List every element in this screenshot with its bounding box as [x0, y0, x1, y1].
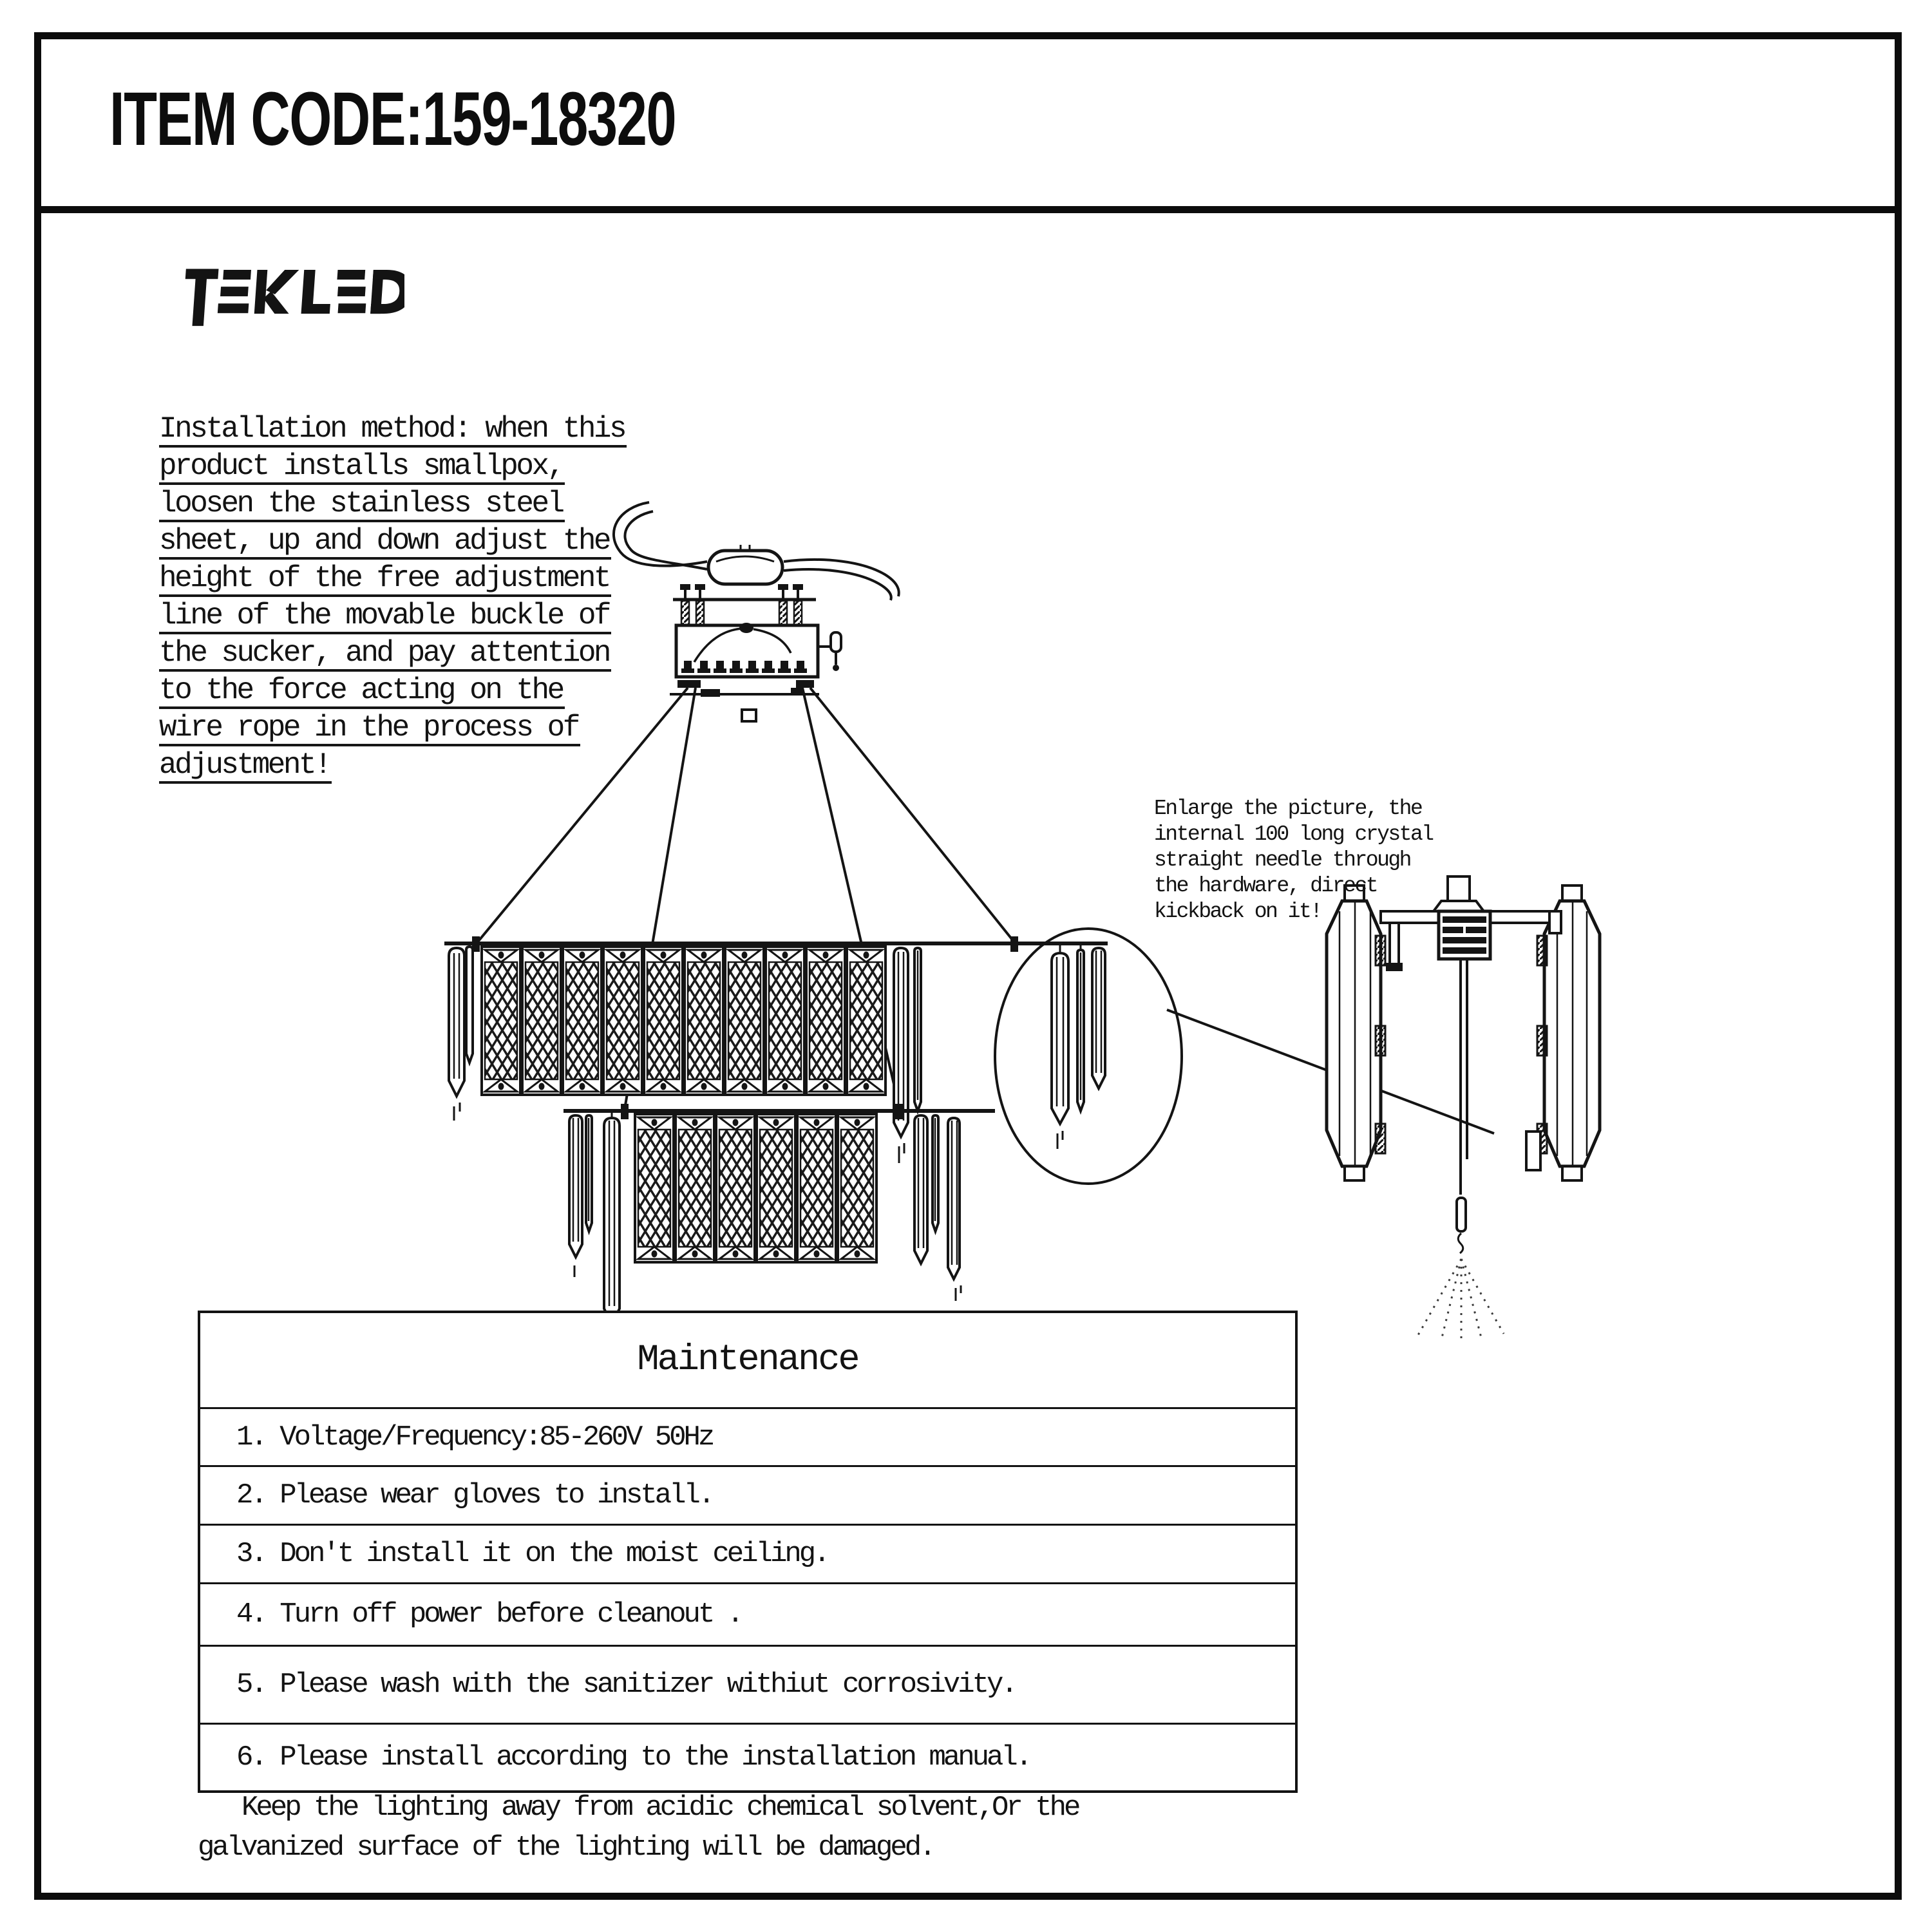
upper-tier [444, 936, 1108, 1163]
item-code-title: ITEM CODE:159-18320 [109, 77, 677, 162]
install-line: adjustment! [159, 750, 332, 784]
enlarge-line: straight needle through [1154, 848, 1412, 872]
enlarge-line: Enlarge the picture, the [1154, 797, 1423, 820]
maintenance-table: Maintenance 1. Voltage/Frequency:85-260V… [198, 1311, 1298, 1793]
ceiling-bracket [670, 584, 842, 723]
install-line: product installs smallpox, [159, 451, 565, 485]
led-driver-and-cord [612, 501, 900, 601]
install-line: the sucker, and pay attention [159, 638, 612, 672]
enlarge-note: Enlarge the picture, the internal 100 lo… [1154, 796, 1434, 925]
footer-warning-line: galvanized surface of the lighting will … [198, 1832, 936, 1864]
header-divider-line [34, 206, 1902, 213]
maintenance-row: 3. Don't install it on the moist ceiling… [200, 1524, 1295, 1582]
install-line: line of the movable buckle of [159, 601, 612, 634]
maintenance-row: 1. Voltage/Frequency:85-260V 50Hz [200, 1407, 1295, 1465]
maintenance-row: 5. Please wash with the sanitizer withiu… [200, 1645, 1295, 1723]
enlarge-line: internal 100 long crystal [1154, 822, 1434, 846]
install-line: to the force acting on the [159, 676, 565, 709]
footer-warning: Keep the lighting away from acidic chemi… [198, 1788, 1081, 1868]
maintenance-row: 4. Turn off power before cleanout . [200, 1582, 1295, 1645]
light-spray [1417, 1258, 1505, 1344]
install-line: loosen the stainless steel [159, 489, 565, 522]
page-border-frame [34, 32, 1902, 1900]
brand-logo: TEKLED [175, 258, 412, 334]
hardware-and-needle [1379, 875, 1562, 1344]
installation-note: Installation method: when this product i… [159, 412, 627, 786]
footer-warning-line: Keep the lighting away from acidic chemi… [242, 1792, 1081, 1824]
install-line: wire rope in the process of [159, 713, 580, 746]
enlarge-line: kickback on it! [1154, 900, 1323, 923]
maintenance-table-title: Maintenance [637, 1340, 860, 1381]
tekled-logo-icon [185, 269, 412, 327]
install-line: sheet, up and down adjust the [159, 526, 612, 560]
maintenance-row: 6. Please install according to the insta… [200, 1723, 1295, 1790]
left-crystal [1325, 884, 1387, 1182]
enlarge-line: the hardware, direct [1154, 874, 1379, 898]
sparkle-marks [453, 1103, 905, 1163]
magnifier-circle [994, 927, 1183, 1185]
lower-tier [564, 1104, 995, 1347]
install-line: height of the free adjustment [159, 564, 612, 597]
install-line: Installation method: when this [159, 414, 627, 448]
crystal-needle-detail-diagram [1325, 875, 1602, 1344]
chandelier-installation-diagram [444, 501, 1183, 1347]
maintenance-row: 2. Please wear gloves to install. [200, 1465, 1295, 1524]
right-crystal [1525, 884, 1602, 1182]
